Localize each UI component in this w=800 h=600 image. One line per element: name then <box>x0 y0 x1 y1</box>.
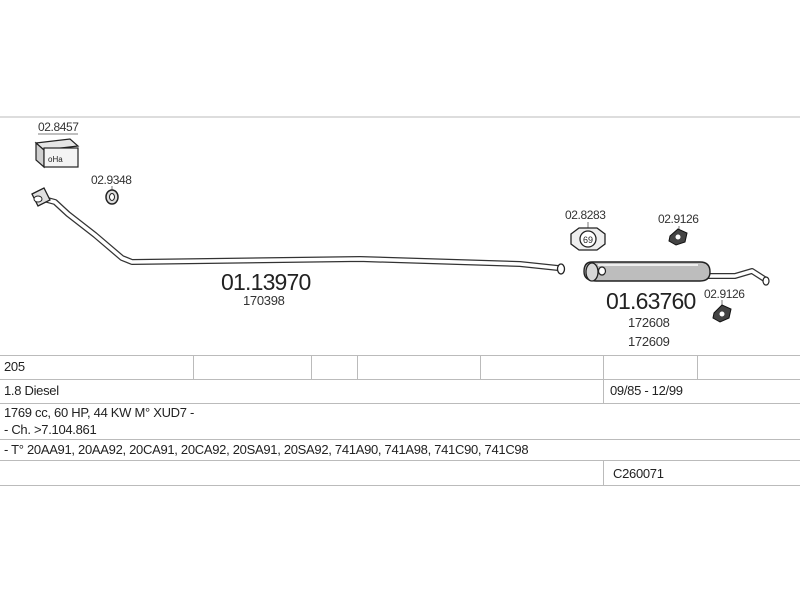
table-row-catalog: C260071 <box>0 460 800 486</box>
hanger-bottom-part[interactable]: 02.9126 <box>704 287 746 323</box>
table-row-types: - T° 20AA91, 20AA92, 20CA91, 20CA92, 20S… <box>0 439 800 460</box>
rear-muffler-code: 01.63760 <box>606 288 696 314</box>
rear-muffler-part[interactable]: 01.63760 172608 172609 <box>583 261 770 349</box>
front-pipe-part[interactable]: 01.13970 170398 <box>31 187 566 308</box>
hanger-top-part[interactable]: 02.9126 <box>658 212 700 246</box>
gasket-front-part[interactable]: 02.9348 <box>91 173 133 205</box>
front-pipe-ref: 170398 <box>243 293 285 308</box>
exhaust-diagram: 02.8457 oHa 02.9348 01.13970 170398 02.8… <box>0 116 800 349</box>
specs-cell: 1769 cc, 60 HP, 44 KW M° XUD7 - <box>4 405 195 420</box>
table-row-engine: 1.8 Diesel 09/85 - 12/99 <box>0 379 800 404</box>
types-cell: - T° 20AA91, 20AA92, 20CA91, 20CA92, 20S… <box>4 442 529 457</box>
chassis-cell: - Ch. >7.104.861 <box>4 422 97 437</box>
ring-clamp-code: 02.8283 <box>565 208 606 222</box>
rear-muffler-ref2: 172609 <box>628 334 670 349</box>
ring-clamp-badge: 69 <box>583 235 593 245</box>
ring-clamp-part[interactable]: 02.8283 69 <box>565 208 607 251</box>
engine-cell: 1.8 Diesel <box>4 383 59 398</box>
hanger-bottom-code: 02.9126 <box>704 287 745 301</box>
hanger-top-code: 02.9126 <box>658 212 699 226</box>
table-row-chassis: - Ch. >7.104.861 <box>0 421 800 439</box>
front-pipe-code: 01.13970 <box>221 269 311 295</box>
clamp-box-code: 02.8457 <box>38 120 79 134</box>
years-cell: 09/85 - 12/99 <box>610 383 683 398</box>
gasket-front-code: 02.9348 <box>91 173 132 187</box>
table-row-model: 205 <box>0 355 800 380</box>
clamp-box-part[interactable]: 02.8457 oHa <box>34 120 80 169</box>
model-cell: 205 <box>4 359 25 374</box>
table-bottom-border <box>0 485 800 486</box>
svg-text:oHa: oHa <box>48 155 63 164</box>
rear-muffler-ref1: 172608 <box>628 315 670 330</box>
catalog-cell: C260071 <box>613 466 664 481</box>
table-row-specs: 1769 cc, 60 HP, 44 KW M° XUD7 - <box>0 403 800 422</box>
